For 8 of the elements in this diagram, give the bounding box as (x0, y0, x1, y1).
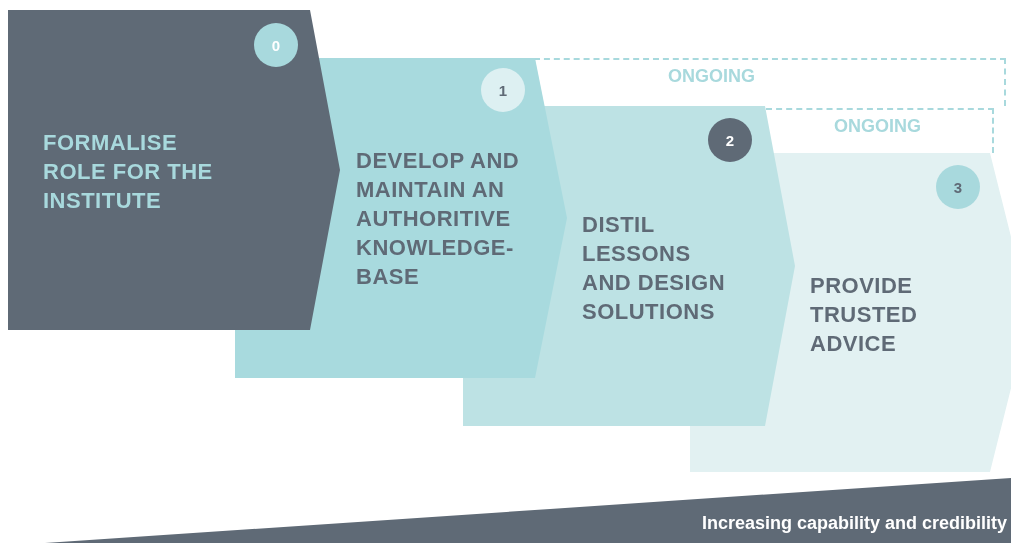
chevron-step (8, 10, 340, 330)
step-title: DEVELOP AND MAINTAIN AN AUTHORITIVE KNOWLEDGE-BASE (356, 147, 521, 291)
step-title: FORMALISE ROLE FOR THE INSTITUTE (43, 129, 214, 215)
ongoing-label: ONGOING (668, 66, 755, 87)
axis-caption: Increasing capability and credibility (701, 512, 1007, 534)
ongoing-label: ONGOING (834, 116, 921, 137)
step-title: DISTIL LESSONS AND DESIGN SOLUTIONS (582, 211, 727, 326)
step-title: PROVIDE TRUSTED ADVICE (810, 272, 919, 358)
